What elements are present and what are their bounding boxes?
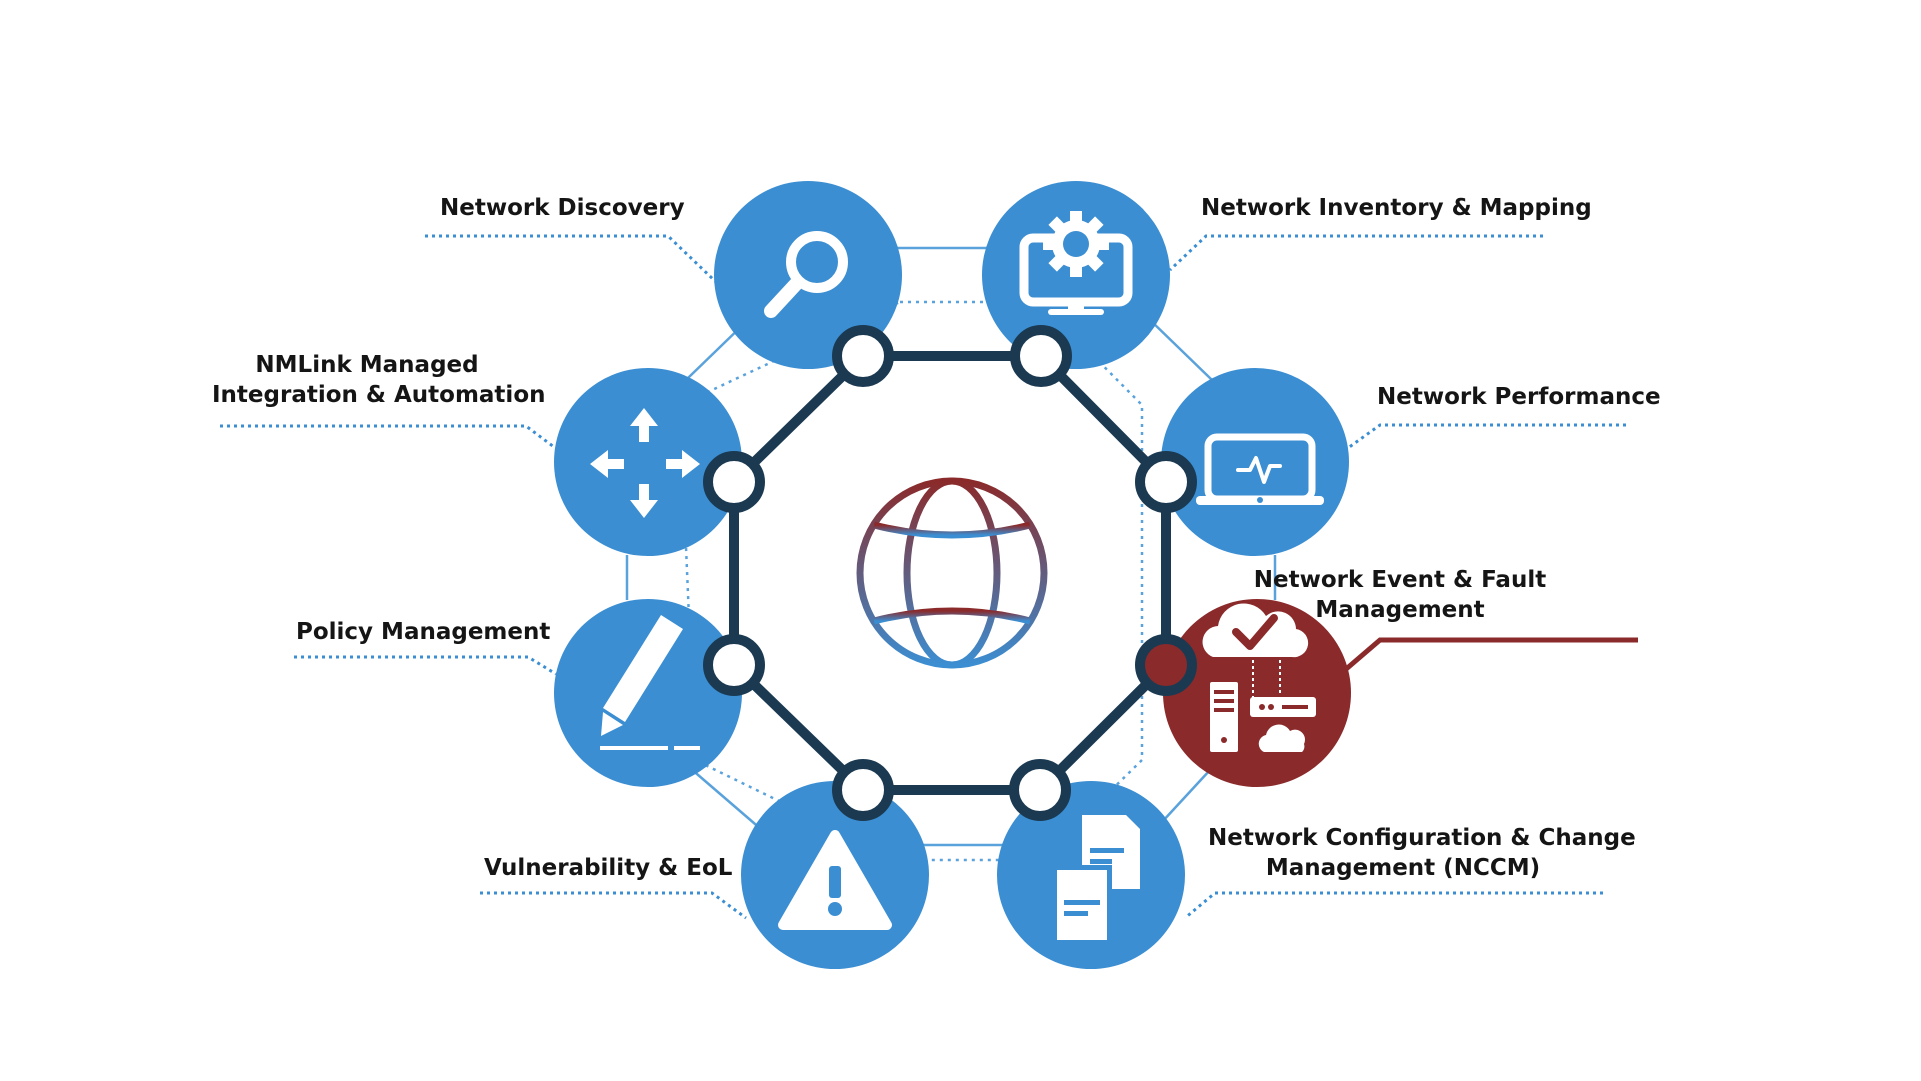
move-arrows-icon bbox=[590, 408, 700, 518]
magnifier-icon bbox=[764, 231, 848, 318]
module-discovery[interactable] bbox=[714, 181, 902, 369]
label-nccm-line-1: Network Configuration & Change bbox=[1208, 825, 1636, 851]
warning-icon bbox=[778, 830, 892, 930]
leader-performance bbox=[1347, 423, 1626, 450]
leader-event-fault[interactable] bbox=[1343, 637, 1638, 672]
monitor-gear-icon bbox=[1019, 211, 1133, 315]
module-inventory[interactable] bbox=[982, 181, 1170, 369]
label-performance: Network Performance bbox=[1377, 382, 1661, 412]
label-event-fault: Network Event & Fault Management bbox=[1200, 565, 1600, 625]
label-performance-line-1: Network Performance bbox=[1377, 384, 1661, 410]
ring-node-nccm[interactable] bbox=[1009, 759, 1071, 821]
leader-discovery bbox=[425, 234, 718, 284]
pencil-icon bbox=[600, 615, 700, 750]
documents-icon bbox=[1052, 815, 1140, 941]
leader-nccm bbox=[1184, 891, 1603, 920]
label-nmlink: NMLink Managed Integration & Automation bbox=[212, 350, 546, 410]
module-policy[interactable] bbox=[554, 599, 742, 787]
ring-node-policy[interactable] bbox=[703, 634, 765, 696]
label-event-fault-line-2: Management bbox=[1315, 597, 1485, 623]
label-nccm-line-2: Management (NCCM) bbox=[1265, 855, 1541, 881]
ring-node-nmlink[interactable] bbox=[703, 451, 765, 513]
ring-node-discovery[interactable] bbox=[832, 325, 894, 387]
label-event-fault-line-1: Network Event & Fault bbox=[1253, 567, 1547, 593]
module-performance[interactable] bbox=[1161, 368, 1349, 556]
label-vulnerability: Vulnerability & EoL bbox=[484, 853, 732, 883]
ring-node-event-fault[interactable] bbox=[1135, 634, 1197, 696]
label-policy-line-1: Policy Management bbox=[296, 619, 551, 645]
module-event-fault[interactable] bbox=[1163, 599, 1351, 787]
leader-policy bbox=[294, 655, 557, 676]
module-vulnerability[interactable] bbox=[741, 781, 929, 969]
laptop-pulse-icon bbox=[1196, 433, 1324, 505]
connector-inventory-performance bbox=[1147, 317, 1213, 381]
module-nccm[interactable] bbox=[997, 781, 1185, 969]
label-nmlink-line-1: NMLink Managed bbox=[255, 352, 479, 378]
label-vulnerability-line-1: Vulnerability & EoL bbox=[484, 855, 733, 881]
leader-vulnerability bbox=[480, 891, 747, 920]
ring-node-inventory[interactable] bbox=[1010, 325, 1072, 387]
connector-vulnerability-policy bbox=[689, 767, 763, 831]
leader-nmlink bbox=[220, 424, 559, 452]
label-inventory-line-1: Network Inventory & Mapping bbox=[1201, 195, 1592, 221]
ring-node-vulnerability[interactable] bbox=[832, 759, 894, 821]
label-nmlink-line-2: Integration & Automation bbox=[212, 382, 546, 408]
leader-inventory bbox=[1168, 234, 1543, 272]
cloud-server-icon bbox=[1202, 603, 1316, 752]
label-leaders bbox=[220, 234, 1638, 920]
ring-node-performance[interactable] bbox=[1135, 451, 1197, 513]
label-discovery: Network Discovery bbox=[440, 193, 685, 223]
label-inventory: Network Inventory & Mapping bbox=[1201, 193, 1592, 223]
globe-icon bbox=[856, 477, 1048, 669]
label-nccm: Network Configuration & Change Managemen… bbox=[1208, 823, 1636, 883]
module-nmlink[interactable] bbox=[554, 368, 742, 556]
label-policy: Policy Management bbox=[296, 617, 550, 647]
ring-nodes bbox=[703, 325, 1197, 821]
label-discovery-line-1: Network Discovery bbox=[440, 195, 685, 221]
